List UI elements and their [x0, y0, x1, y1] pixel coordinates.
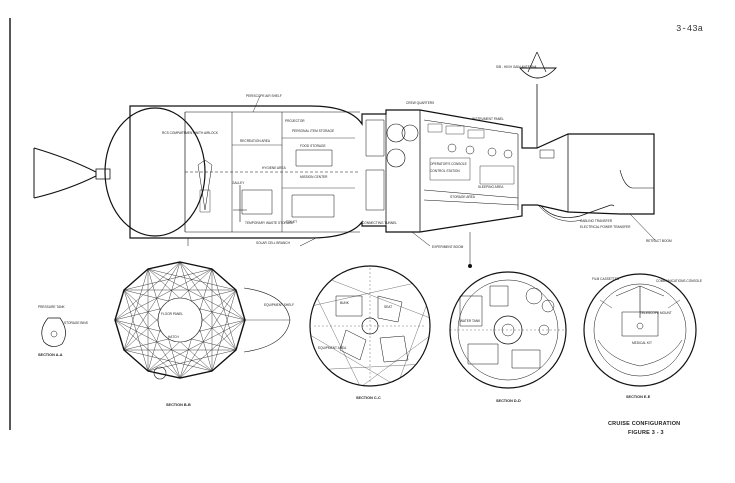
- label-control: CONTROL STATION: [430, 169, 460, 173]
- label-food: FOOD STORAGE: [300, 144, 326, 148]
- label-airlock: RCS COMPARTMENT WITH AIRLOCK: [162, 131, 218, 135]
- caption-section-d: SECTION D-D: [496, 399, 521, 403]
- label-crew: CREW QUARTERS: [406, 101, 435, 105]
- label-recreation: RECREATION AREA: [240, 139, 271, 143]
- label-film: FILM CASSETTES: [592, 277, 620, 281]
- structure-line: [314, 284, 413, 306]
- lattice-strut: [115, 320, 212, 371]
- label-solar: SOLAR CELL BRANCH: [256, 241, 290, 245]
- lattice-strut: [180, 290, 236, 378]
- section-b-b: [115, 262, 290, 379]
- label-sleeping: SLEEPING AREA: [478, 185, 504, 189]
- lattice-strut: [180, 320, 245, 378]
- structure-line: [328, 365, 416, 370]
- label-floor: FLOOR PANEL: [161, 312, 184, 316]
- lattice-strut: [180, 262, 236, 350]
- label-cabling: CABLING TRANSFER: [580, 219, 612, 223]
- label-window: PERISCOPE AIR SHELF: [246, 94, 282, 98]
- lattice-strut: [124, 290, 148, 371]
- label-retrieval: RETRACT BOOM: [646, 239, 672, 243]
- label-galley: GALLEY: [232, 181, 245, 185]
- caption-section-a: SECTION A-A: [38, 353, 63, 357]
- caption-section-b: SECTION B-B: [166, 403, 191, 407]
- engine-nozzle: [34, 148, 96, 198]
- lattice-strut: [124, 262, 180, 350]
- label-workshop: TEMPORARY WASTE STORAGE: [245, 221, 294, 225]
- label-toilet: TOILET: [286, 220, 298, 224]
- label-hygiene: HYGIENE AREA: [262, 166, 286, 170]
- label-storage: STORAGE AREA: [450, 195, 475, 199]
- lattice-strut: [148, 269, 236, 290]
- label-instrument: INSTRUMENT PANEL: [472, 117, 504, 121]
- label-bunk: BUNK: [340, 301, 349, 305]
- structure-line: [331, 280, 429, 318]
- lattice-strut: [124, 350, 212, 371]
- hull-outline: [130, 106, 654, 238]
- lattice-strut: [212, 290, 236, 371]
- lattice-strut: [115, 320, 180, 378]
- structure-line: [400, 305, 426, 377]
- lattice-strut: [212, 269, 236, 350]
- lattice-strut: [124, 269, 148, 350]
- label-personal: PERSONAL ITEM STORAGE: [292, 129, 335, 133]
- structure-line: [317, 298, 360, 385]
- label-storage-bins: STORAGE BINS: [64, 321, 88, 325]
- label-hatch: HATCH: [168, 335, 179, 339]
- lattice-strut: [148, 320, 245, 371]
- label-experiment: EXPERIMENT BOOM: [432, 245, 464, 249]
- label-seat: SEAT: [384, 305, 393, 309]
- spacecraft-side-view: [34, 52, 655, 268]
- label-medical: MEDICAL KIT: [632, 341, 652, 345]
- label-shelf: EQUIPMENT SHELF: [264, 303, 295, 307]
- label-water: WATER TANK: [460, 319, 481, 323]
- caption-section-c: SECTION C-C: [356, 396, 381, 400]
- label-feed: ELECTRICAL POWER TRANSFER: [580, 225, 631, 229]
- lattice-strut: [180, 262, 245, 320]
- label-operator: OPERATOR'S CONSOLE: [430, 162, 467, 166]
- caption-figure: FIGURE 3 - 3: [628, 430, 664, 436]
- page-number: 3-43a: [676, 24, 704, 34]
- label-scope: TELESCOPE MOUNT: [640, 311, 672, 315]
- section-e-e: [584, 274, 696, 386]
- label-section-a-note: PRESSURE TANK: [38, 305, 65, 309]
- cable-line: [540, 205, 614, 218]
- caption-section-e: SECTION E-E: [626, 395, 651, 399]
- lattice-strut: [115, 262, 180, 320]
- lattice-strut: [148, 269, 245, 320]
- structure-line: [363, 336, 429, 385]
- label-comm: COMMUNICATIONS CONSOLE: [656, 279, 702, 283]
- high-gain-antenna-dish: [520, 68, 556, 78]
- label-projection: PROJECTOR: [285, 119, 305, 123]
- lattice-strut: [115, 269, 212, 320]
- lattice-strut: [124, 290, 180, 378]
- label-tunnel: CONNECTING TUNNEL: [362, 221, 398, 225]
- section-a-a: [42, 318, 66, 347]
- section-c-c: [310, 266, 430, 386]
- label-antenna: S/B - HIGH GAIN ANTENNA: [496, 65, 537, 69]
- label-mission: MISSION CENTER: [300, 175, 328, 179]
- caption-title: CRUISE CONFIGURATION: [608, 421, 681, 427]
- label-equipment: EQUIPMENT AREA: [318, 346, 347, 350]
- structure-line: [311, 335, 391, 382]
- section-d-d: [450, 272, 566, 388]
